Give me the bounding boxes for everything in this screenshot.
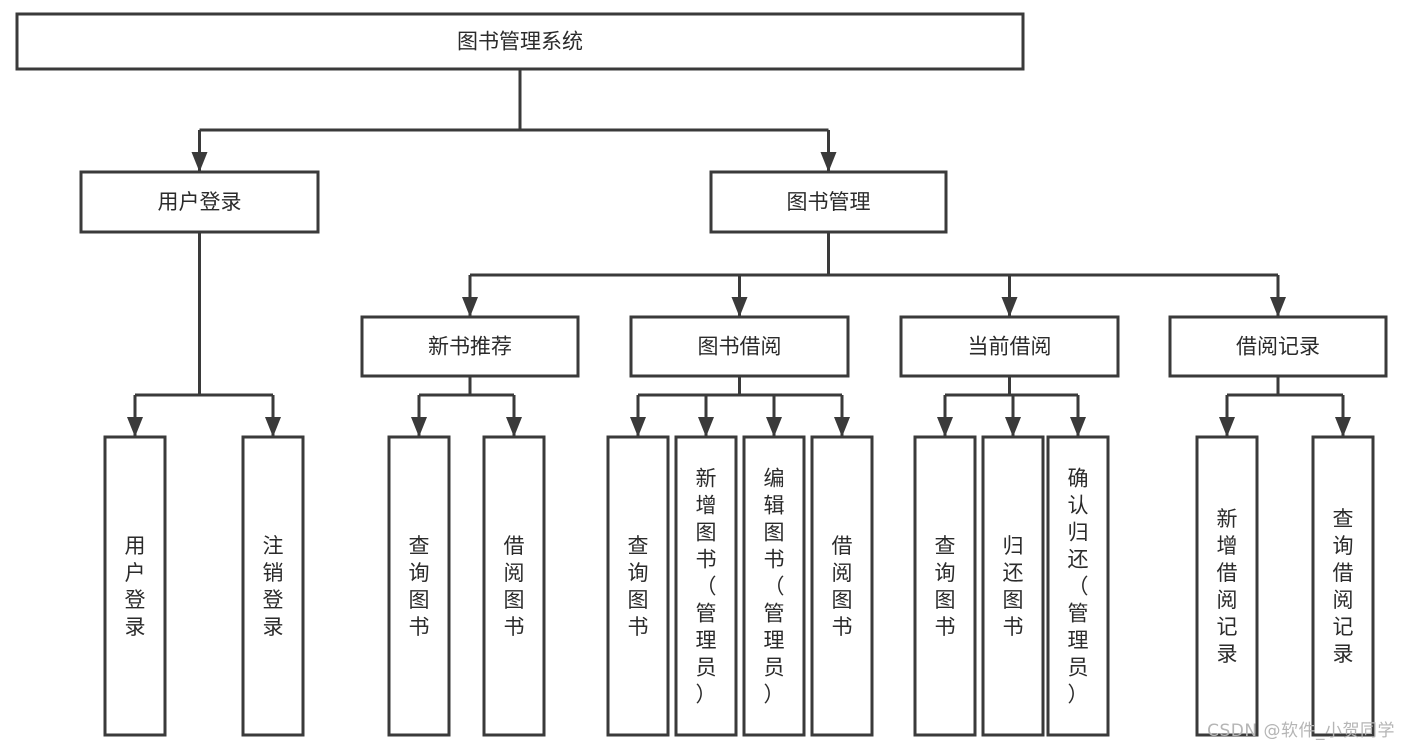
connectors-layer <box>127 69 1351 437</box>
node-box <box>79 170 320 234</box>
node-label: 图书借阅 <box>698 335 782 359</box>
node-l3_2[interactable]: 图书借阅 <box>629 315 850 378</box>
node-box <box>15 12 1025 71</box>
node-leaf_3[interactable]: 查询图书 <box>387 435 451 737</box>
node-label: 归还图书 <box>1003 534 1024 639</box>
nodes-layer: 图书管理系统用户登录图书管理新书推荐图书借阅当前借阅借阅记录用户登录注销登录查询… <box>15 12 1388 737</box>
node-box <box>810 435 874 737</box>
node-box <box>1168 315 1388 378</box>
node-leaf_4[interactable]: 借阅图书 <box>482 435 546 737</box>
node-l2_2[interactable]: 图书管理 <box>709 170 948 234</box>
node-box <box>913 435 977 737</box>
node-box <box>899 315 1120 378</box>
node-label: 查询图书 <box>935 534 956 639</box>
node-box <box>241 435 305 737</box>
node-label: 查询图书 <box>628 534 649 639</box>
node-leaf_7[interactable]: 编辑图书（管理员） <box>742 435 806 737</box>
node-leaf_8[interactable]: 借阅图书 <box>810 435 874 737</box>
node-box <box>606 435 670 737</box>
node-box <box>103 435 167 737</box>
node-label: 图书管理系统 <box>457 30 583 54</box>
node-label: 当前借阅 <box>968 335 1052 359</box>
node-label: 借阅记录 <box>1236 335 1320 359</box>
node-box <box>1311 435 1375 737</box>
node-leaf_2[interactable]: 注销登录 <box>241 435 305 737</box>
node-leaf_5[interactable]: 查询图书 <box>606 435 670 737</box>
node-box <box>629 315 850 378</box>
node-label: 新增图书（管理员） <box>696 467 717 707</box>
node-box <box>387 435 451 737</box>
node-box <box>981 435 1045 737</box>
node-box <box>674 435 738 737</box>
node-label: 用户登录 <box>158 190 242 214</box>
node-leaf_10[interactable]: 归还图书 <box>981 435 1045 737</box>
node-l2_1[interactable]: 用户登录 <box>79 170 320 234</box>
node-label: 确认归还（管理员） <box>1068 467 1089 707</box>
node-box <box>482 435 546 737</box>
node-box <box>1046 435 1110 737</box>
node-label: 图书管理 <box>787 190 871 214</box>
node-box <box>742 435 806 737</box>
node-label: 新增借阅记录 <box>1217 507 1238 666</box>
node-box <box>709 170 948 234</box>
node-leaf_12[interactable]: 新增借阅记录 <box>1195 435 1259 737</box>
node-label: 编辑图书（管理员） <box>764 467 785 707</box>
node-leaf_11[interactable]: 确认归还（管理员） <box>1046 435 1110 737</box>
node-l3_1[interactable]: 新书推荐 <box>360 315 580 378</box>
node-label: 用户登录 <box>125 534 146 639</box>
node-box <box>360 315 580 378</box>
node-l3_3[interactable]: 当前借阅 <box>899 315 1120 378</box>
node-label: 借阅图书 <box>832 534 853 639</box>
node-leaf_13[interactable]: 查询借阅记录 <box>1311 435 1375 737</box>
node-leaf_6[interactable]: 新增图书（管理员） <box>674 435 738 737</box>
node-label: 新书推荐 <box>428 335 512 359</box>
node-label: 查询借阅记录 <box>1333 507 1354 666</box>
node-leaf_1[interactable]: 用户登录 <box>103 435 167 737</box>
node-leaf_9[interactable]: 查询图书 <box>913 435 977 737</box>
node-root[interactable]: 图书管理系统 <box>15 12 1025 71</box>
node-label: 查询图书 <box>409 534 430 639</box>
node-label: 注销登录 <box>263 534 284 639</box>
node-l3_4[interactable]: 借阅记录 <box>1168 315 1388 378</box>
node-box <box>1195 435 1259 737</box>
node-label: 借阅图书 <box>504 534 525 639</box>
